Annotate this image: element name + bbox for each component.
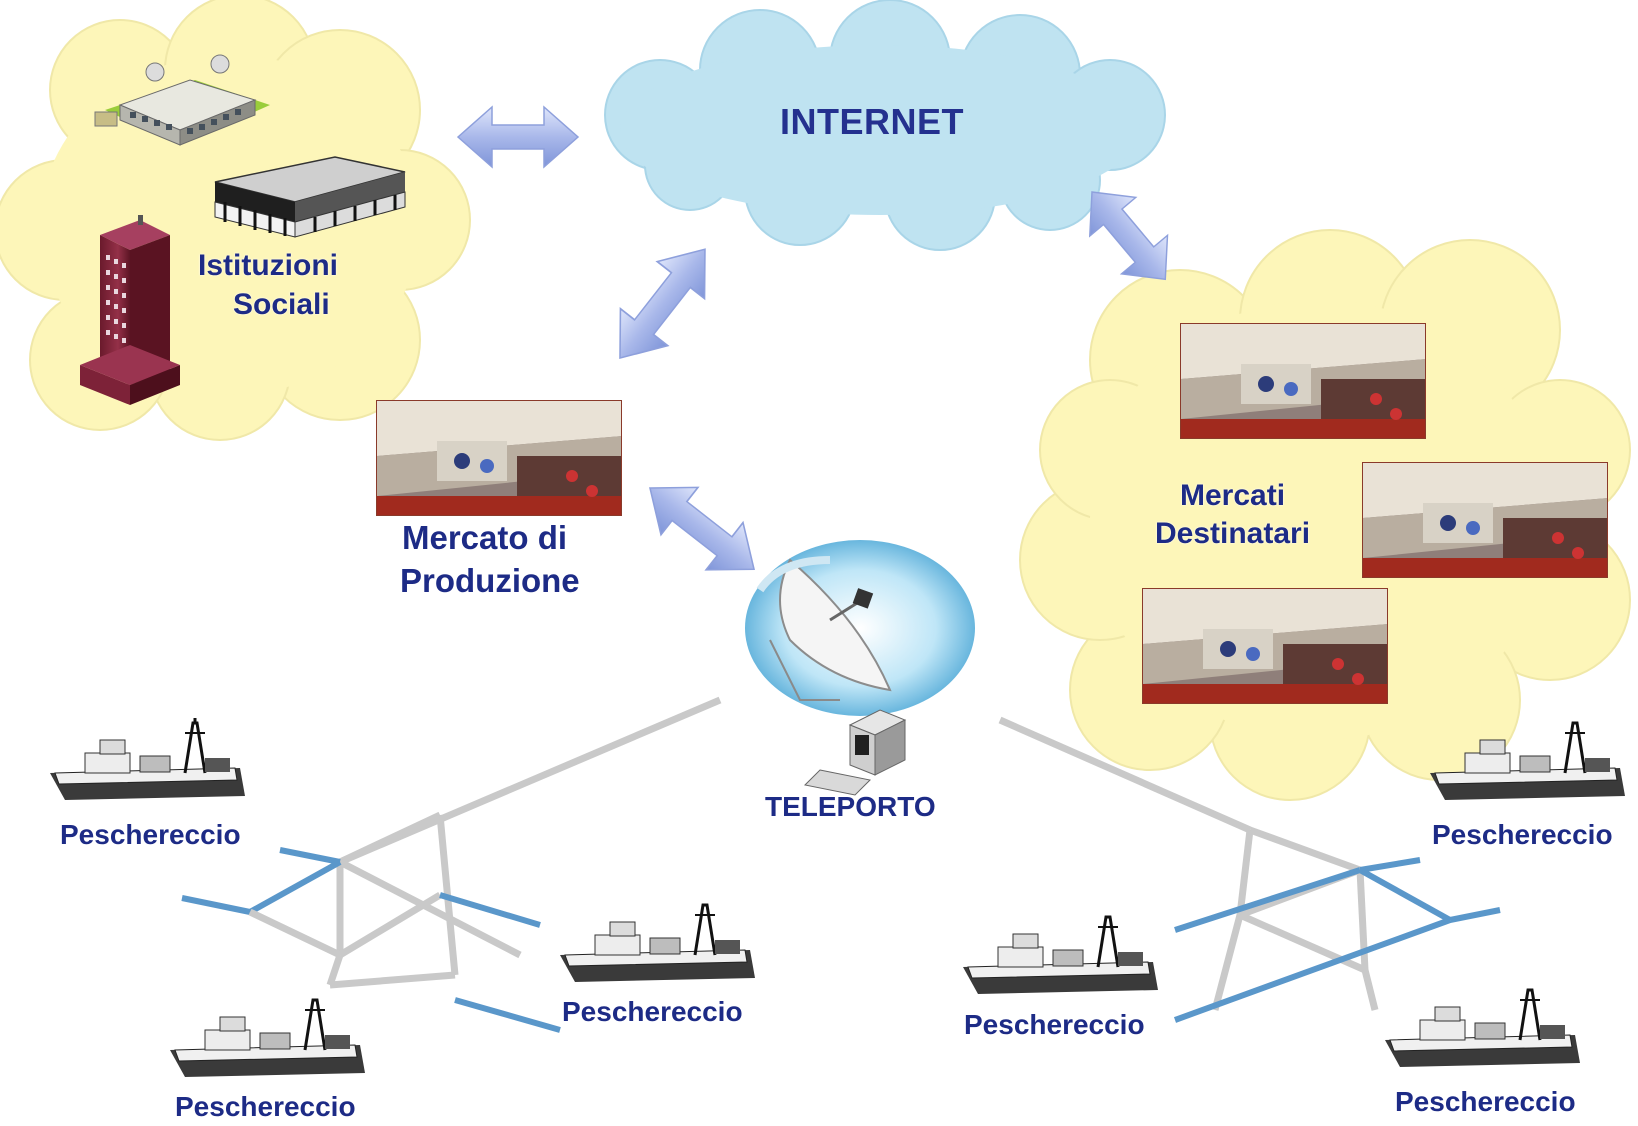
cloud-internet [604, 0, 1166, 251]
istituzioni-label-line1: Istituzioni [198, 249, 338, 282]
peschereccio-label: Peschereccio [1395, 1086, 1576, 1117]
fishing-boat-icon [958, 912, 1168, 1007]
internet-label: INTERNET [780, 101, 964, 142]
peschereccio-label: Peschereccio [175, 1091, 356, 1122]
fishing-boat-icon [45, 718, 255, 813]
right-boat-network [998, 716, 1501, 1023]
market-photo [1180, 323, 1426, 439]
computer-icon [803, 709, 907, 796]
peschereccio-label: Peschereccio [562, 996, 743, 1027]
peschereccio-label: Peschereccio [964, 1009, 1145, 1040]
tower-building-icon [80, 215, 180, 405]
market-photo [1362, 462, 1608, 578]
office-building-icon [94, 54, 270, 146]
peschereccio-label: Peschereccio [60, 819, 241, 850]
market-photo [1142, 588, 1388, 704]
peschereccio-label: Peschereccio [1432, 819, 1613, 850]
modern-building-icon [214, 156, 406, 238]
istituzioni-label-line2: Sociali [233, 288, 330, 321]
fishing-boat-icon [1425, 718, 1635, 813]
left-boat-network [181, 696, 722, 1033]
mercati-destinatari-label-line2: Destinatari [1155, 517, 1311, 550]
mercati-destinatari-label-line1: Mercati [1180, 479, 1286, 512]
arrow-internet-mercato [595, 229, 730, 378]
fishing-boat-icon [555, 900, 765, 995]
arrow-istituzioni-internet [457, 106, 579, 168]
fishing-boat-icon [165, 995, 375, 1090]
market-photo [376, 400, 622, 516]
fishing-boat-icon [1380, 985, 1590, 1080]
mercato-produzione-label-line2: Produzione [400, 562, 580, 599]
arrow-mercato-teleporto [630, 463, 774, 594]
teleporto-label: TELEPORTO [765, 791, 936, 822]
satellite-dish-icon [745, 540, 975, 716]
mercato-produzione-label-line1: Mercato di [402, 519, 568, 556]
